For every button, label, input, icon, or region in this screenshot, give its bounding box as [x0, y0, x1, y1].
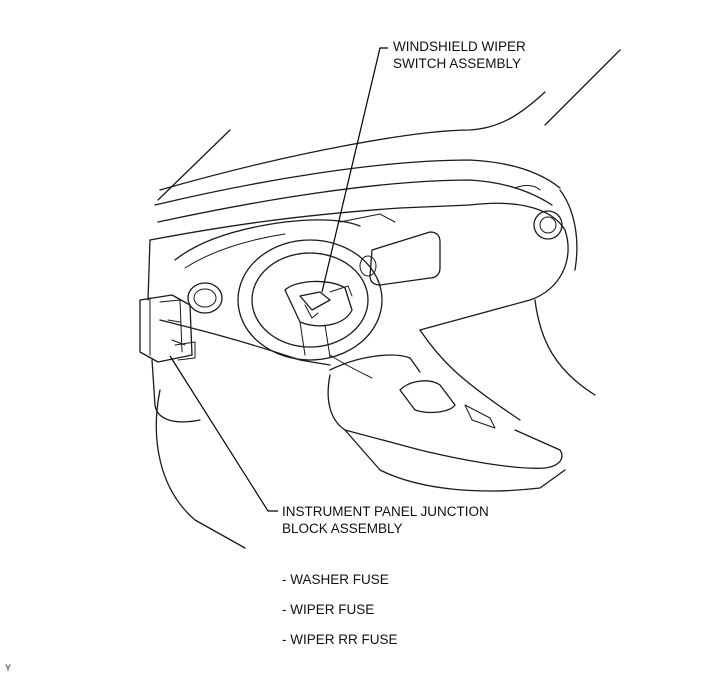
right-vent-inner [539, 216, 557, 234]
callout-junction-block-line1: INSTRUMENT PANEL JUNCTION [282, 504, 489, 519]
floor-right [534, 299, 596, 396]
dash-lower [159, 319, 331, 366]
combination-switch [329, 285, 353, 297]
door-edge [155, 389, 246, 549]
center-console-body [327, 374, 563, 469]
steering-spoke-lower [299, 321, 331, 358]
upper-vent [339, 213, 396, 223]
fuse-washer: - WASHER FUSE [282, 572, 389, 587]
windshield-top-edge [159, 91, 546, 191]
left-vent [187, 282, 223, 314]
callout-junction-block-line2: BLOCK ASSEMBLY [282, 521, 403, 536]
center-vent [359, 255, 377, 277]
center-console-top [329, 354, 421, 373]
callout-junction-block: INSTRUMENT PANEL JUNCTION BLOCK ASSEMBLY [282, 503, 489, 537]
meter-hood-inner [184, 233, 286, 269]
callout-wiper-switch: WINDSHIELD WIPER SWITCH ASSEMBLY [393, 38, 526, 72]
junction-block [139, 294, 193, 363]
dash-face [149, 204, 471, 241]
callout-wiper-switch-line1: WINDSHIELD WIPER [393, 39, 526, 54]
dash-top-inner [157, 179, 553, 223]
dash-right-side [559, 189, 578, 271]
defrost-vent [514, 185, 541, 191]
fuse-wiper-rr: - WIPER RR FUSE [282, 632, 398, 647]
wiper-stalk [299, 291, 331, 311]
steering-column [329, 354, 373, 379]
shift-area [399, 380, 456, 414]
fuse-wiper: - WIPER FUSE [282, 602, 375, 617]
console-right [419, 329, 521, 421]
steering-hub [284, 280, 353, 327]
junction-block-detail [149, 297, 186, 356]
meter-hood [174, 219, 361, 261]
junction-block-bracket [174, 341, 196, 361]
left-vent-inner [193, 288, 217, 308]
steering-wheel-outer [237, 239, 383, 361]
callout-wiper-switch-line2: SWITCH ASSEMBLY [393, 56, 522, 71]
leader-junction-block [169, 355, 278, 512]
console-floor [344, 429, 566, 492]
dash-top [154, 159, 561, 206]
windshield-left-pillar [157, 129, 231, 201]
shift-lever [464, 404, 496, 429]
center-display [369, 231, 441, 286]
dash-right-face [419, 202, 569, 331]
leader-wiper-switch [321, 47, 388, 293]
steering-wheel-inner [251, 252, 369, 348]
left-kick-panel [147, 239, 201, 423]
wiper-stalk-tip [304, 304, 319, 319]
right-vent [533, 210, 563, 240]
right-pillar [544, 49, 621, 126]
corner-mark: Y [5, 663, 12, 673]
